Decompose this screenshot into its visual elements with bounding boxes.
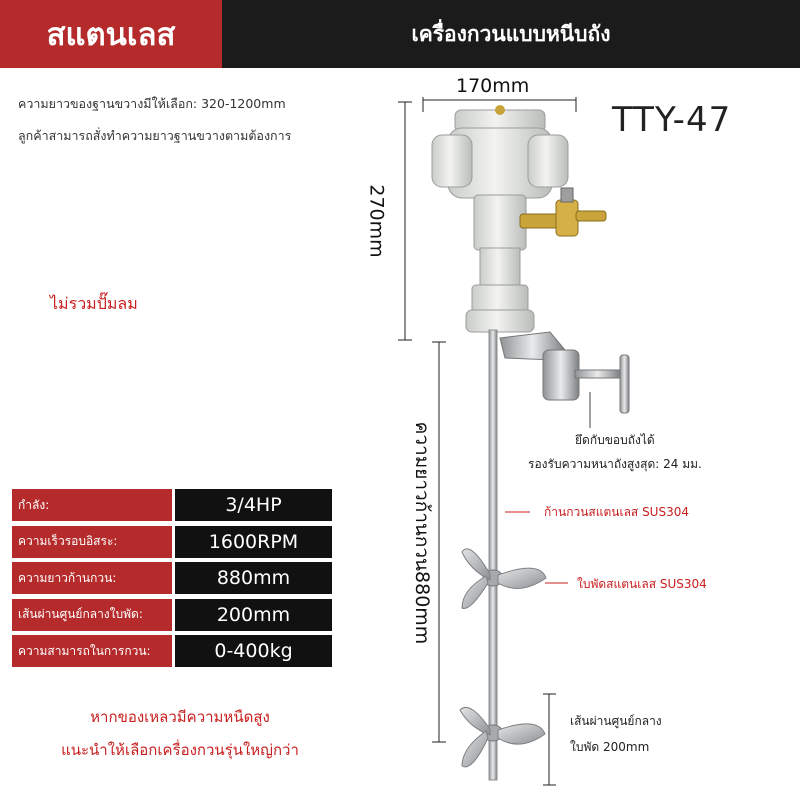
impeller-diameter-dimension xyxy=(543,693,556,786)
diameter-callout-line1: เส้นผ่านศูนย์กลาง xyxy=(570,714,662,728)
model-number: TTY-47 xyxy=(612,100,732,140)
spec-row-power: กำลัง: 3/4HP xyxy=(12,489,332,521)
material-title: สแตนเลส xyxy=(0,0,222,68)
spec-value: 3/4HP xyxy=(175,489,332,521)
air-motor xyxy=(431,105,569,333)
clamp-callout-line2: รองรับความหนาถังสูงสุด: 24 มม. xyxy=(528,457,702,471)
width-dimension xyxy=(422,97,577,112)
spec-label: ความสามารถในการกวน: xyxy=(12,635,172,667)
spec-value: 0-400kg xyxy=(175,635,332,667)
header-bar: สแตนเลส เครื่องกวนแบบหนีบถัง xyxy=(0,0,800,68)
width-dimension-label: 170mm xyxy=(456,75,530,97)
air-valve-icon xyxy=(519,187,607,237)
viscosity-warning-line1: หากของเหลวมีความหนืดสูง xyxy=(90,708,270,726)
custom-length-note: ลูกค้าสามารถสั่งทำความยาวฐานขวางตามต้องก… xyxy=(18,128,292,143)
diameter-callout-line2: ใบพัด 200mm xyxy=(570,740,650,754)
shaft-material-callout: ก้านกวนสแตนเลส SUS304 xyxy=(544,505,689,519)
lower-impeller xyxy=(459,706,546,768)
upper-impeller xyxy=(461,548,547,609)
spec-row-shaft-length: ความยาวก้านกวน: 880mm xyxy=(12,562,332,594)
spec-value: 1600RPM xyxy=(175,525,332,558)
spec-row-speed: ความเร็วรอบอิสระ: 1600RPM xyxy=(12,525,332,558)
spec-label: กำลัง: xyxy=(12,489,172,521)
product-title: เครื่องกวนแบบหนีบถัง xyxy=(222,0,800,68)
shaft-length-label: ความยาวก้านกวน880mm xyxy=(411,421,433,645)
blade-material-callout: ใบพัดสแตนเลส SUS304 xyxy=(577,577,707,591)
base-length-note: ความยาวของฐานขวางมีให้เลือก: 320-1200mm xyxy=(18,96,286,111)
shaft-length-dimension xyxy=(432,341,446,743)
spec-value: 200mm xyxy=(175,598,332,631)
spec-value: 880mm xyxy=(175,562,332,594)
tank-clamp xyxy=(499,331,630,414)
spec-row-capacity: ความสามารถในการกวน: 0-400kg xyxy=(12,635,332,667)
spec-table: กำลัง: 3/4HP ความเร็วรอบอิสระ: 1600RPM ค… xyxy=(12,489,332,672)
height-dimension xyxy=(398,101,412,341)
clamp-callout-line1: ยึดกับขอบถังได้ xyxy=(575,433,655,447)
height-dimension-label: 270mm xyxy=(365,184,388,258)
no-pump-note: ไม่รวมปั๊มลม xyxy=(50,294,138,313)
stir-shaft xyxy=(488,329,498,781)
spec-label: ความเร็วรอบอิสระ: xyxy=(12,525,172,558)
spec-row-impeller-diameter: เส้นผ่านศูนย์กลางใบพัด: 200mm xyxy=(12,598,332,631)
spec-label: เส้นผ่านศูนย์กลางใบพัด: xyxy=(12,598,172,631)
viscosity-warning-line2: แนะนำให้เลือกเครื่องกวนรุ่นใหญ่กว่า xyxy=(61,741,299,759)
spec-label: ความยาวก้านกวน: xyxy=(12,562,172,594)
